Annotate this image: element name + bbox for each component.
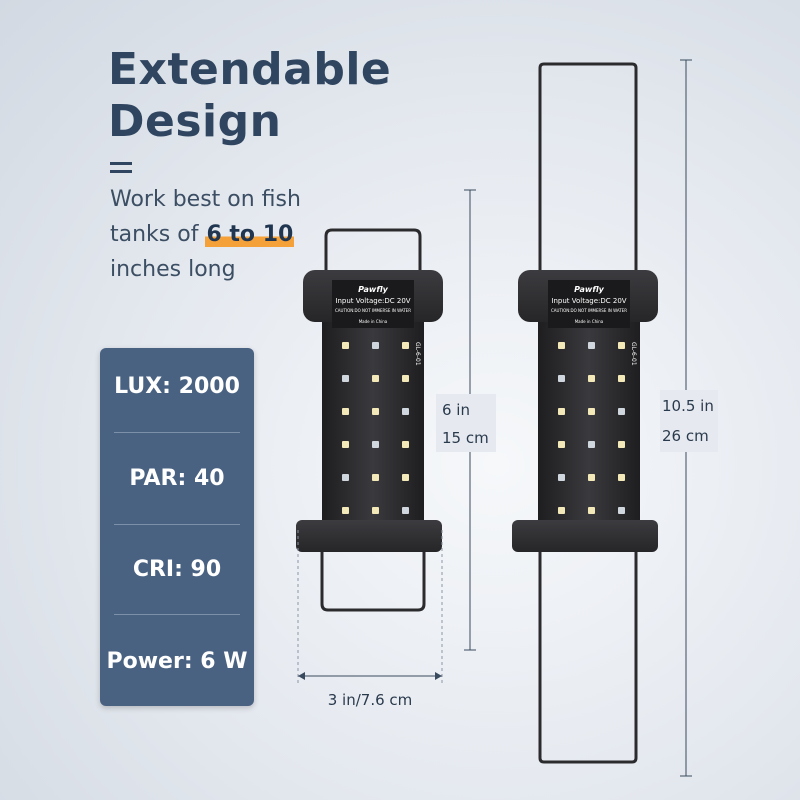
led-chip [618,441,625,448]
led-chip [342,342,349,349]
light-fixture-extended: Pawfly Input Voltage:DC 20V CAUTION:DO N… [512,62,658,764]
led-chip [372,507,379,514]
led-chip [618,375,625,382]
extended-height-inches: 10.5 in [662,397,714,415]
description-suffix: inches long [110,257,236,282]
led-chip [558,342,565,349]
led-chip [618,474,625,481]
led-chip [372,342,379,349]
led-chip [402,507,409,514]
led-chip [372,408,379,415]
spec-lux: LUX: 2000 [114,374,240,399]
light-end-cap-bottom [296,520,442,552]
led-chip [588,408,595,415]
led-chip [588,474,595,481]
led-chip [342,507,349,514]
short-height-inches: 6 in [442,401,470,419]
dimension-label-bg [660,390,718,452]
voltage-label: Input Voltage:DC 20V [335,297,410,305]
dimension-extended-height: 10.5 in 26 cm [660,59,718,777]
arrow-right-icon [435,672,442,680]
mounting-bracket-top [538,62,638,272]
led-chip [588,441,595,448]
spec-divider [114,524,240,525]
led-chip [402,408,409,415]
led-chip [372,375,379,382]
equals-icon [110,162,132,174]
brand-logo: Pawfly [574,285,604,294]
model-label: GL-6-01 [630,342,637,366]
mounting-bracket-top [324,228,422,272]
led-chip [588,507,595,514]
spec-divider [114,432,240,433]
led-chip [558,375,565,382]
led-chip [372,441,379,448]
headline-line-2: Design [108,96,282,147]
spec-power: Power: 6 W [106,649,248,674]
spec-par: PAR: 40 [129,466,225,491]
led-chip [558,507,565,514]
brand-logo: Pawfly [358,285,388,294]
led-chip [342,408,349,415]
headline: Extendable Design [108,44,391,148]
mounting-bracket-bottom [538,552,638,764]
extended-height-cm: 26 cm [662,427,709,445]
led-chip [558,474,565,481]
led-chip [402,342,409,349]
short-height-cm: 15 cm [442,429,489,447]
caution-label: CAUTION:DO NOT IMMERSE IN WATER [335,308,411,313]
led-chip [588,342,595,349]
led-array [558,342,625,514]
light-fixture-retracted: Pawfly Input Voltage:DC 20V CAUTION:DO N… [296,228,443,612]
led-chip [402,441,409,448]
led-chip [372,474,379,481]
spec-cri: CRI: 90 [132,557,222,582]
made-in-label: Made in China [575,319,604,324]
description-prefix: Work best on fish tanks of [110,187,301,247]
dimension-short-height: 6 in 15 cm [436,189,496,651]
description: Work best on fish tanks of 6 to 10 inche… [110,182,340,287]
width-label: 3 in/7.6 cm [328,691,413,709]
led-chip [558,408,565,415]
dimension-label-bg [436,394,496,452]
label-plate [548,280,630,328]
dimension-width: 3 in/7.6 cm [297,530,443,709]
led-chip [402,375,409,382]
led-chip [402,474,409,481]
model-label: GL-6-01 [414,342,421,366]
headline-line-1: Extendable [108,44,392,95]
light-end-cap-bottom [512,520,658,552]
led-array [342,342,409,514]
length-highlight: 6 to 10 [205,222,295,247]
spec-panel: LUX: 2000 PAR: 40 CRI: 90 Power: 6 W [100,348,254,706]
led-chip [618,507,625,514]
label-plate [332,280,414,328]
made-in-label: Made in China [359,319,388,324]
led-chip [588,375,595,382]
mounting-bracket-bottom [320,544,426,612]
led-chip [618,408,625,415]
led-chip [342,375,349,382]
arrow-left-icon [298,672,305,680]
voltage-label: Input Voltage:DC 20V [551,297,626,305]
led-chip [342,474,349,481]
led-chip [558,441,565,448]
spec-divider [114,614,240,615]
led-chip [342,441,349,448]
led-chip [618,342,625,349]
caution-label: CAUTION:DO NOT IMMERSE IN WATER [551,308,627,313]
